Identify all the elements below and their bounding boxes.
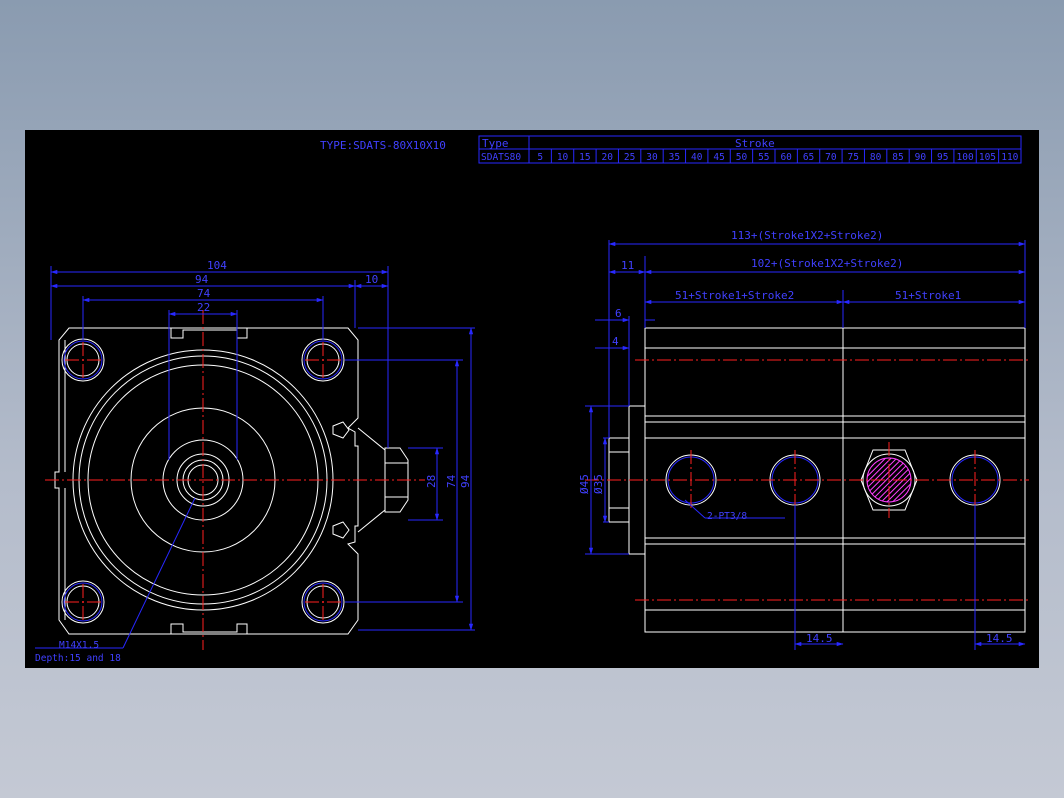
table-stroke-value: 110 [1001, 152, 1018, 163]
dim-11: 11 [621, 259, 634, 272]
dim-right-section: 51+Stroke1 [895, 289, 961, 302]
dim-28: 28 [425, 475, 438, 488]
table-stroke-value: 105 [979, 152, 996, 163]
table-stroke-value: 85 [892, 152, 903, 163]
table-stroke-value: 95 [937, 152, 948, 163]
table-type-header: Type [482, 137, 509, 150]
dim-4: 4 [612, 335, 619, 348]
side-view: 113+(Stroke1X2+Stroke2) 11 102+(Stroke1X… [578, 229, 1029, 650]
table-stroke-value: 45 [713, 152, 724, 163]
callout-thread: M14X1.5 [59, 640, 99, 651]
callout-port: 2-PT3/8 [707, 511, 747, 522]
table-stroke-value: 70 [825, 152, 837, 163]
dim-94-side: 94 [459, 474, 472, 488]
type-title: TYPE:SDATS-80X10X10 [320, 139, 446, 152]
table-stroke-value: 30 [646, 152, 658, 163]
dim-10: 10 [365, 273, 378, 286]
callout-depth: Depth:15 and 18 [35, 653, 121, 664]
table-stroke-value: 65 [803, 152, 814, 163]
dim-6: 6 [615, 307, 622, 320]
table-stroke-header: Stroke [735, 137, 775, 150]
table-stroke-value: 80 [870, 152, 882, 163]
table-stroke-cells: 5 10 15 20 25 30 35 40 45 50 55 60 65 70 75 80 85 90 95 100… [537, 149, 1019, 163]
dim-94-top: 94 [195, 273, 209, 286]
dim-phi45: Ø45 [578, 474, 591, 494]
table-stroke-value: 100 [957, 152, 974, 163]
table-stroke-value: 20 [602, 152, 614, 163]
dim-14-5-right: 14.5 [986, 632, 1013, 645]
table-stroke-value: 15 [579, 152, 590, 163]
cad-drawing: TYPE:SDATS-80X10X10 Type Stroke SDATS80 … [35, 135, 1029, 664]
table-stroke-value: 40 [691, 152, 703, 163]
table-model-cell: SDATS80 [481, 152, 521, 163]
table-stroke-value: 35 [669, 152, 680, 163]
table-stroke-value: 25 [624, 152, 635, 163]
table-stroke-value: 75 [848, 152, 859, 163]
dim-22: 22 [197, 301, 210, 314]
table-stroke-value: 90 [915, 152, 927, 163]
dim-74-side: 74 [445, 474, 458, 488]
dim-phi35: Ø35 [592, 474, 605, 494]
table-stroke-value: 50 [736, 152, 748, 163]
dim-overall-length: 113+(Stroke1X2+Stroke2) [731, 229, 883, 242]
dim-104: 104 [207, 259, 227, 272]
front-view: 104 94 10 74 22 28 74 94 M14X1.5 Depth:1… [35, 259, 475, 664]
dim-14-5-left: 14.5 [806, 632, 833, 645]
cad-viewport[interactable]: TYPE:SDATS-80X10X10 Type Stroke SDATS80 … [25, 130, 1039, 668]
dim-body-length: 102+(Stroke1X2+Stroke2) [751, 257, 903, 270]
table-stroke-value: 60 [780, 152, 792, 163]
dim-74-top: 74 [197, 287, 211, 300]
table-stroke-value: 10 [557, 152, 569, 163]
dim-left-section: 51+Stroke1+Stroke2 [675, 289, 794, 302]
table-stroke-value: 5 [537, 152, 543, 163]
table-stroke-value: 55 [758, 152, 769, 163]
